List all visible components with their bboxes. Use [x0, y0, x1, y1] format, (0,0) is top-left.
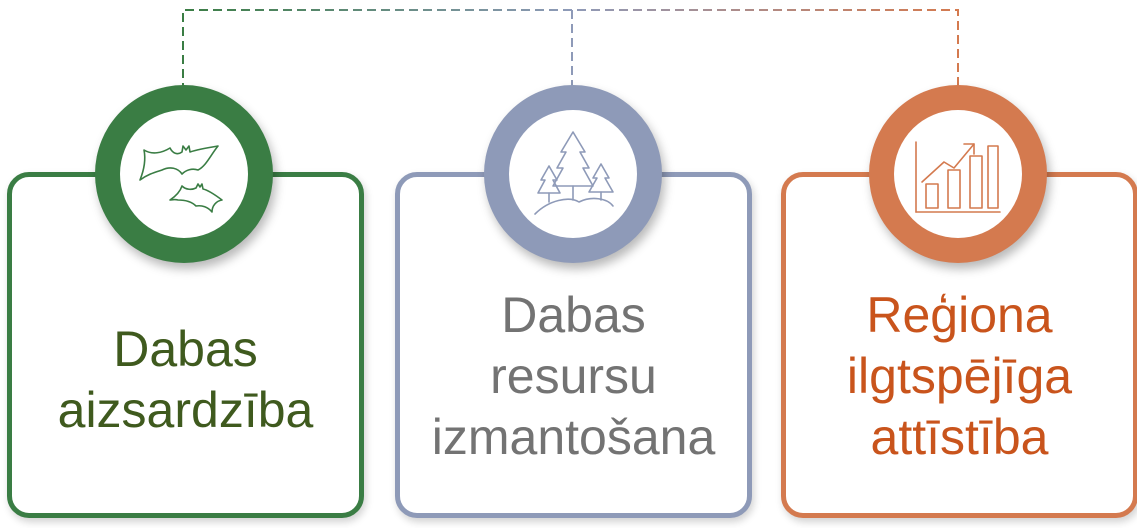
- growth-chart-icon: [915, 141, 1001, 213]
- badge-inner: [509, 110, 637, 238]
- badge-orange: [869, 85, 1047, 263]
- badge-inner: [120, 110, 248, 238]
- card-title: Dabas aizsardzība: [12, 319, 359, 441]
- card-title-line: Dabas: [113, 321, 258, 377]
- card-natural-resources: Dabas resursu izmantošana: [395, 172, 752, 518]
- card-title: Reģiona ilgtspējīga attīstība: [786, 285, 1133, 468]
- badge-blue-grey: [484, 85, 662, 263]
- card-title-line: resursu: [490, 348, 657, 404]
- card-regional-development: Reģiona ilgtspējīga attīstība: [781, 172, 1137, 518]
- card-title-line: ilgtspējīga: [846, 348, 1073, 404]
- card-title-line: aizsardzība: [57, 382, 314, 438]
- badge-inner: [894, 110, 1022, 238]
- card-title-line: Dabas: [501, 287, 646, 343]
- bats-icon: [139, 145, 223, 213]
- card-title: Dabas resursu izmantošana: [400, 285, 747, 468]
- card-title-line: Reģiona: [866, 287, 1053, 343]
- card-title-line: izmantošana: [431, 409, 716, 465]
- forest-trees-icon: [534, 131, 614, 215]
- card-title-line: attīstība: [870, 409, 1049, 465]
- badge-green: [95, 85, 273, 263]
